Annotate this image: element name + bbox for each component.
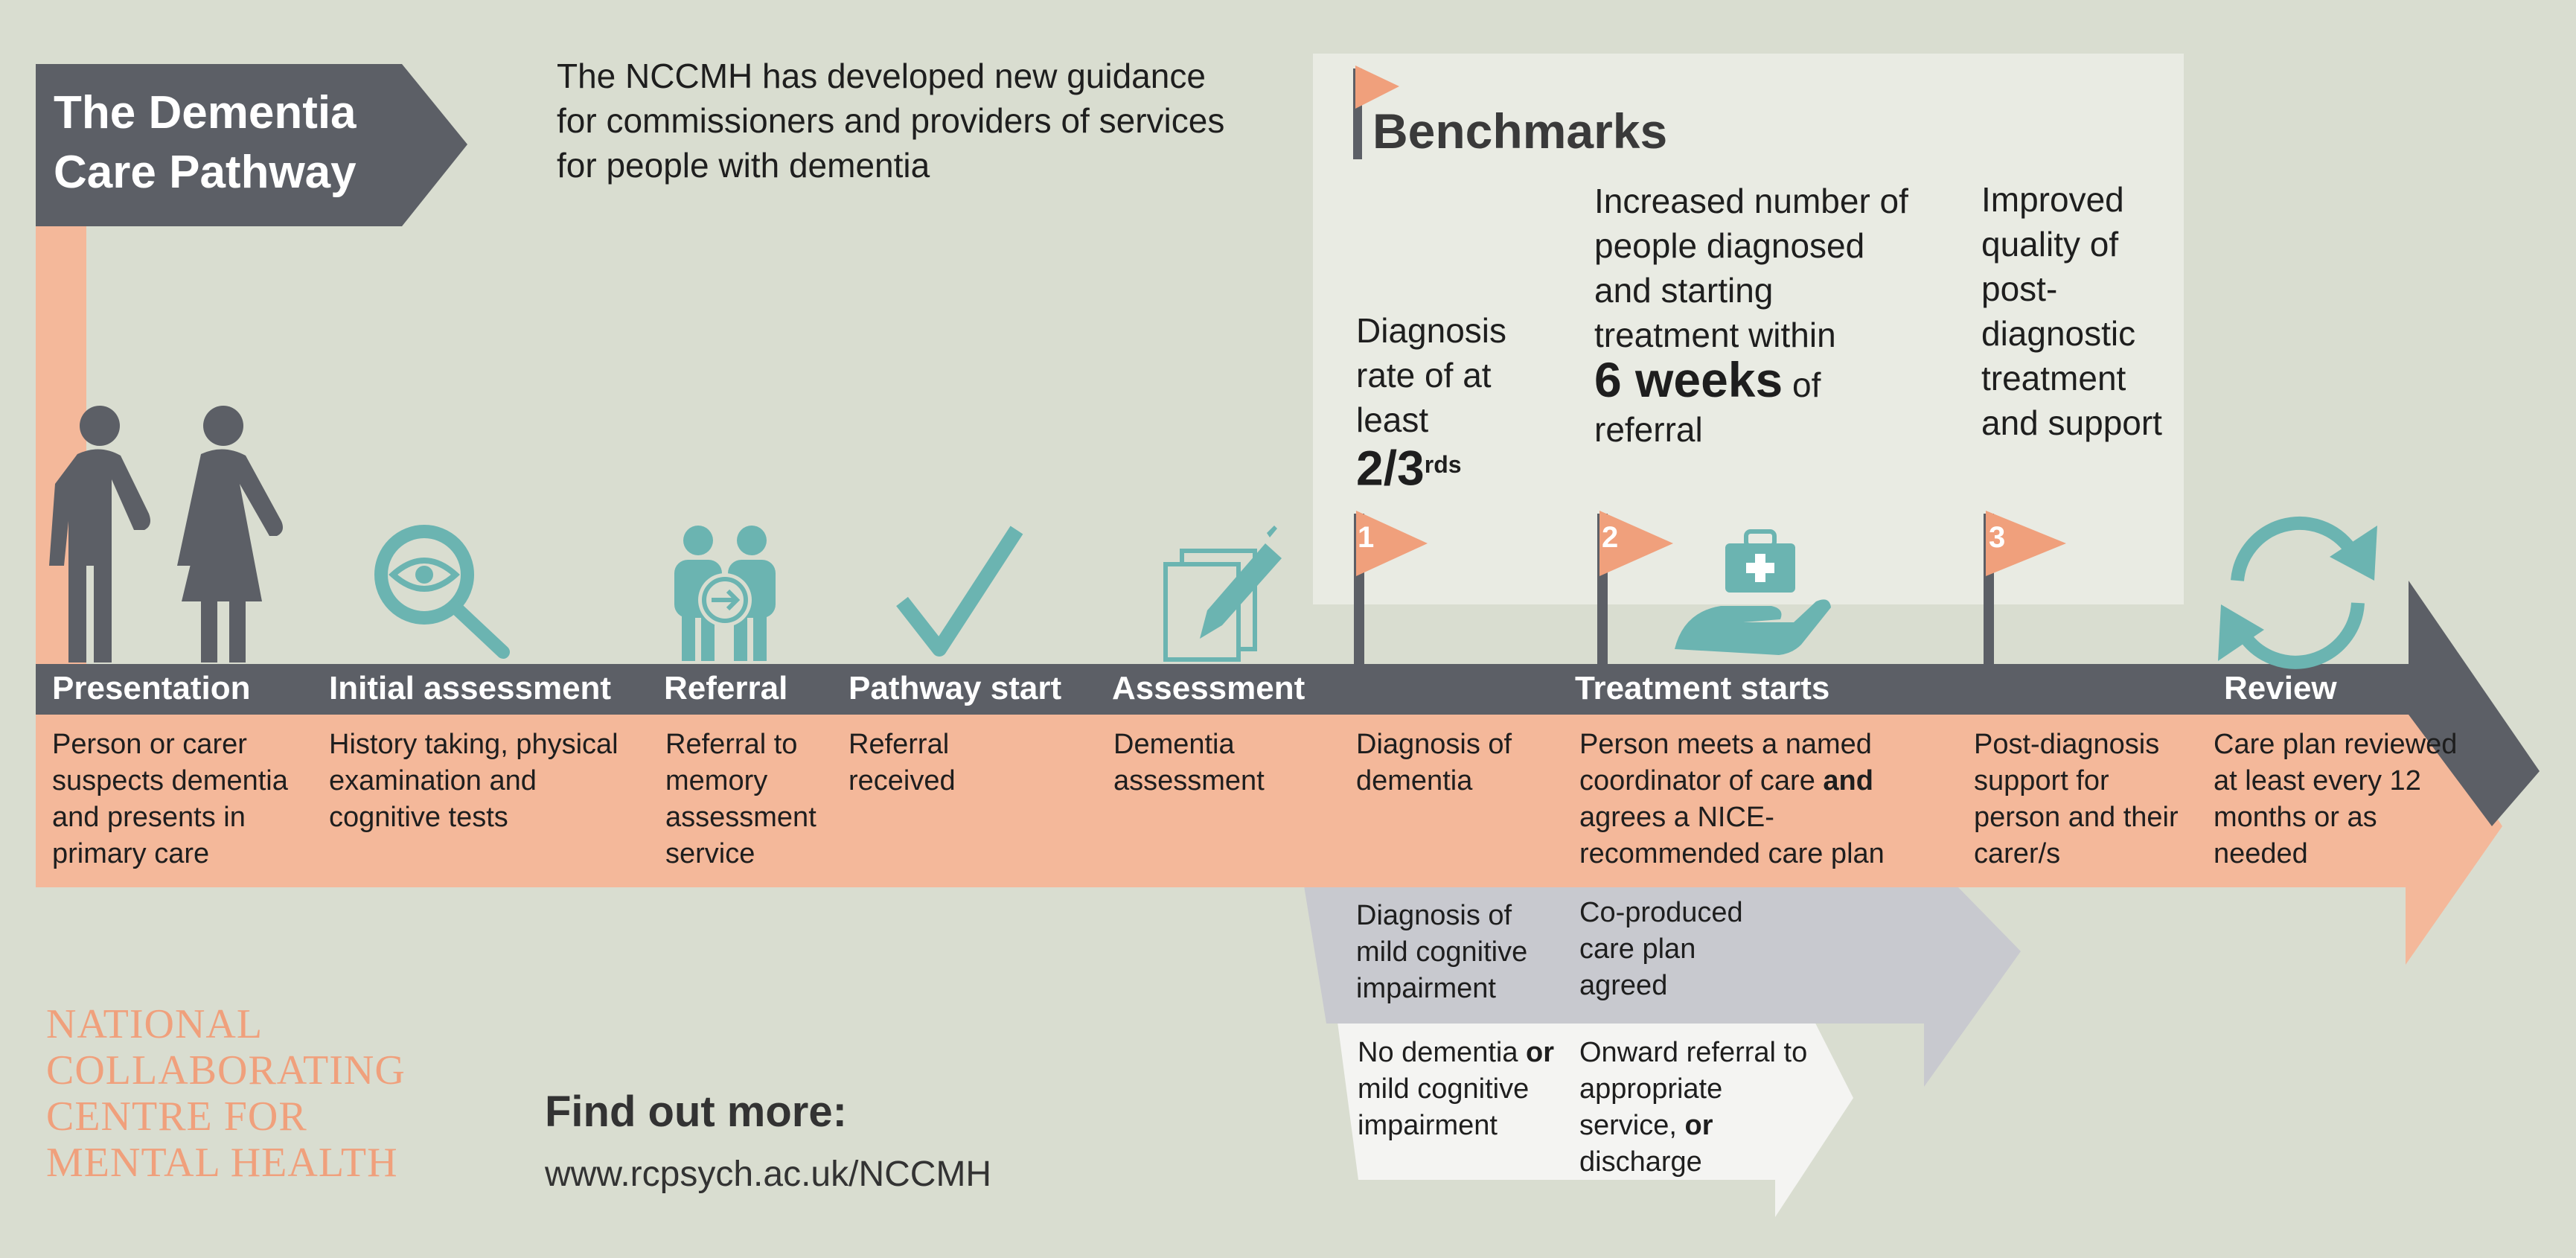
stage-desc-presentation: Person or carer suspects dementia and pr… [52, 729, 288, 869]
benchmark-2-highlight: 6 weeks [1594, 352, 1783, 407]
description-band [36, 677, 2502, 965]
stage-desc-review: Care plan reviewed at least every 12 mon… [2214, 729, 2458, 869]
benchmark-1-suffix: rds [1424, 451, 1462, 478]
org-line-3: CENTRE FOR [46, 1093, 307, 1140]
branch-mci-outcome: Co-produced care plan agreed [1579, 897, 1743, 1001]
none-diag-c: mild cognitive impairment [1358, 1073, 1530, 1141]
benchmark-1-text: Diagnosis rate of at least 2/3rds [1356, 308, 1565, 495]
org-line-2: COLLABORATING [46, 1047, 406, 1093]
none-out-c: discharge [1579, 1146, 1702, 1178]
benchmark-1-number: 1 [1358, 521, 1375, 554]
checkmark-icon [896, 526, 1023, 657]
heading-flag [1355, 66, 1399, 109]
treatment-desc-c: agrees a NICE-recommended care plan [1579, 802, 1885, 869]
branch-none-diagnosis: No dementia or mild cognitive impairment [1358, 1035, 1566, 1144]
hand-medical-case-icon [1675, 529, 1831, 655]
stage-label-review: Review [2224, 670, 2337, 706]
none-diag-b: or [1526, 1037, 1555, 1068]
documents-pencil-icon [1163, 526, 1282, 662]
benchmark-3-text: Improved quality of post-diagnostic trea… [1981, 180, 2162, 442]
org-line-4: MENTAL HEALTH [46, 1140, 398, 1186]
people-icon [49, 406, 283, 662]
title-banner [36, 64, 467, 226]
benchmark-1-highlight: 2/3 [1356, 440, 1425, 496]
stage-label-initial-assessment: Initial assessment [329, 670, 612, 706]
org-line-1: NATIONAL [46, 1001, 263, 1047]
benchmark-1-desc: Diagnosis rate of at least [1356, 311, 1506, 439]
none-diag-a: No dementia [1358, 1037, 1518, 1068]
branch-mci-diagnosis: Diagnosis of mild cognitive impairment [1356, 900, 1528, 1004]
stage-desc-referral: Referral to memory assessment service [665, 729, 816, 869]
stage-label-assessment: Assessment [1112, 670, 1305, 706]
stage-label-presentation: Presentation [52, 670, 251, 706]
benchmark-1-flag [1356, 511, 1428, 576]
page-title: The Dementia Care Pathway [54, 87, 357, 198]
benchmarks-heading: Benchmarks [1372, 103, 1668, 159]
stage-desc-initial-assessment: History taking, physical examination and… [329, 729, 619, 833]
branch-none-outcome: Onward referral to appropriate service, … [1579, 1035, 1825, 1181]
stage-desc-post-diagnosis: Post-diagnosis support for person and th… [1974, 729, 2179, 869]
magnifier-eye-icon [374, 525, 510, 659]
stage-desc-pathway-start: Referral received [848, 729, 956, 796]
stage-label-pathway-start: Pathway start [848, 670, 1062, 706]
none-out-b: or [1684, 1110, 1713, 1141]
intro-text: The NCCMH has developed new guidance for… [557, 57, 1225, 185]
nccmh-logo-text: NATIONAL COLLABORATING CENTRE FOR MENTAL… [46, 1001, 463, 1186]
stage-desc-diagnosis: Diagnosis of dementia [1356, 729, 1512, 796]
treatment-desc-a: Person meets a named coordinator of care [1579, 729, 1872, 796]
benchmark-2-text: Increased number of people diagnosed and… [1594, 179, 1922, 452]
find-out-more-heading: Find out more: [545, 1088, 847, 1136]
benchmark-2-flag [1599, 511, 1673, 576]
benchmark-3-number: 3 [1989, 521, 2006, 554]
referral-people-icon [674, 526, 776, 661]
benchmark-2-number: 2 [1602, 521, 1619, 554]
benchmark-2-desc: Increased number of people diagnosed and… [1594, 182, 1908, 354]
benchmark-3-flag [1986, 511, 2066, 576]
review-arrowhead-2 [2218, 604, 2264, 661]
treatment-desc-b: and [1823, 765, 1873, 796]
benchmarks-panel [1313, 54, 2184, 604]
benchmark-2-tail: referral [1594, 410, 1703, 449]
stage-desc-treatment: Person meets a named coordinator of care… [1579, 727, 1929, 872]
website-link[interactable]: www.rcpsych.ac.uk/NCCMH [545, 1155, 992, 1194]
review-cycle-icon [2231, 517, 2365, 669]
stage-label-referral: Referral [664, 670, 788, 706]
none-out-a: Onward referral to appropriate service, [1579, 1037, 1808, 1141]
stage-desc-assessment: Dementia assessment [1113, 729, 1265, 796]
mci-arrow [1304, 852, 2021, 1087]
review-arrowhead-1 [2330, 526, 2377, 581]
stage-label-treatment-starts: Treatment starts [1575, 670, 1830, 706]
benchmark-2-after: of [1792, 365, 1821, 404]
